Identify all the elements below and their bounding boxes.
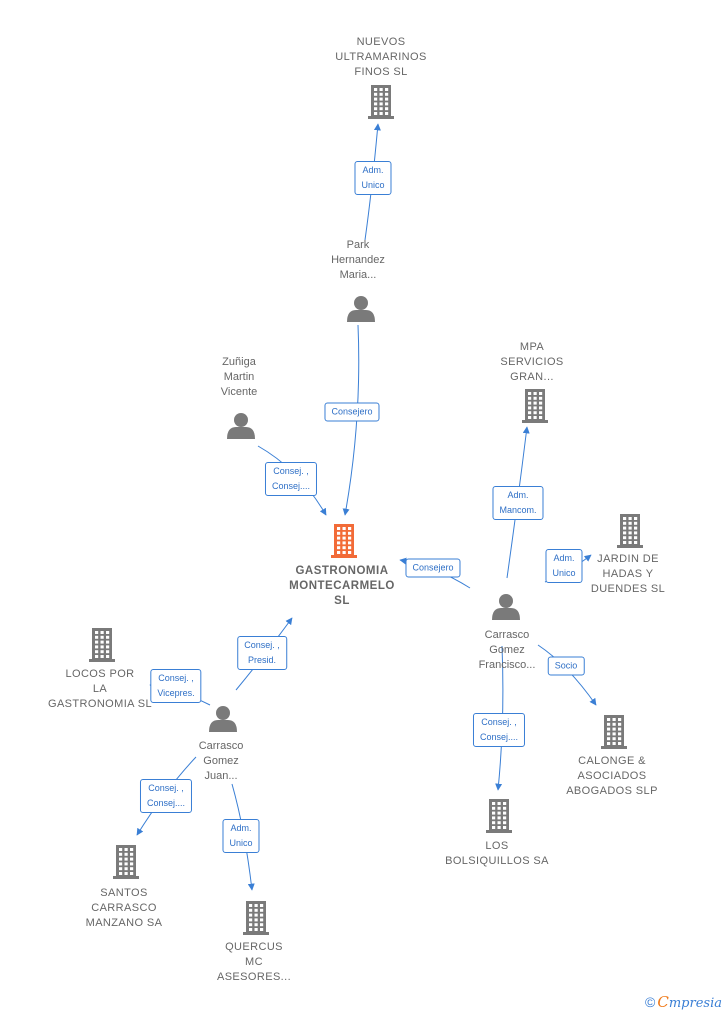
copyright-icon: © <box>645 994 656 1010</box>
node-label-bolsiquillos[interactable]: LOS BOLSIQUILLOS SA <box>445 840 549 867</box>
edge-label-francisco-to-jardin[interactable]: Adm. Unico <box>545 549 583 583</box>
node-label-locos[interactable]: LOCOS POR LA GASTRONOMIA SL <box>47 668 153 710</box>
node-bolsiquillos-building-icon[interactable] <box>486 799 512 833</box>
node-label-juan[interactable]: Carrasco Gomez Juan... <box>198 740 244 782</box>
brand-watermark[interactable]: ©Cmpresia <box>645 993 722 1011</box>
edge-label-francisco-to-mpa[interactable]: Adm. Mancom. <box>492 486 544 520</box>
node-francisco-person-icon[interactable] <box>492 594 520 620</box>
node-label-francisco[interactable]: Carrasco Gomez Francisco... <box>478 629 536 671</box>
node-nuevos-building-icon[interactable] <box>368 85 394 119</box>
node-label-zuniga[interactable]: Zuñiga Martin Vicente <box>220 356 258 398</box>
brand-logo-letter: C <box>657 993 669 1011</box>
node-label-santos[interactable]: SANTOS CARRASCO MANZANO SA <box>85 887 163 929</box>
node-jardin-building-icon[interactable] <box>617 514 643 548</box>
edge-label-juan-to-main[interactable]: Consej. , Presid. <box>237 636 287 670</box>
icons-layer <box>89 85 643 935</box>
edge-label-park-to-nuevos[interactable]: Adm. Unico <box>354 161 392 195</box>
node-label-nuevos[interactable]: NUEVOS ULTRAMARINOS FINOS SL <box>335 36 427 78</box>
node-label-main[interactable]: GASTRONOMIA MONTECARMELO SL <box>289 565 395 607</box>
node-calonge-building-icon[interactable] <box>601 715 627 749</box>
edge-label-juan-to-locos[interactable]: Consej. , Vicepres. <box>150 669 202 703</box>
node-label-jardin[interactable]: JARDIN DE HADAS Y DUENDES SL <box>590 553 666 595</box>
node-label-quercus[interactable]: QUERCUS MC ASESORES... <box>216 941 292 983</box>
edge-label-juan-to-quercus[interactable]: Adm. Unico <box>222 819 260 853</box>
node-main-building-icon[interactable] <box>331 524 357 558</box>
brand-name: mpresia <box>668 996 722 1011</box>
node-mpa-building-icon[interactable] <box>522 389 548 423</box>
node-juan-person-icon[interactable] <box>209 706 237 732</box>
node-park-person-icon[interactable] <box>347 296 375 322</box>
edge-label-zuniga-to-main[interactable]: Consej. , Consej.... <box>264 462 318 496</box>
edge-label-francisco-to-main[interactable]: Consejero <box>405 558 461 578</box>
node-zuniga-person-icon[interactable] <box>227 413 255 439</box>
node-label-mpa[interactable]: MPA SERVICIOS GRAN... <box>500 341 564 383</box>
edge-label-francisco-to-bolsiquillos[interactable]: Consej. , Consej.... <box>472 713 526 747</box>
edge-label-juan-to-santos[interactable]: Consej. , Consej.... <box>139 779 193 813</box>
node-santos-building-icon[interactable] <box>113 845 139 879</box>
node-label-calonge[interactable]: CALONGE & ASOCIADOS ABOGADOS SLP <box>566 755 658 797</box>
edge-label-francisco-to-calonge[interactable]: Socio <box>547 656 585 676</box>
node-locos-building-icon[interactable] <box>89 628 115 662</box>
node-label-park[interactable]: Park Hernandez Maria... <box>331 239 385 281</box>
edge-label-park-to-main[interactable]: Consejero <box>324 402 380 422</box>
node-quercus-building-icon[interactable] <box>243 901 269 935</box>
